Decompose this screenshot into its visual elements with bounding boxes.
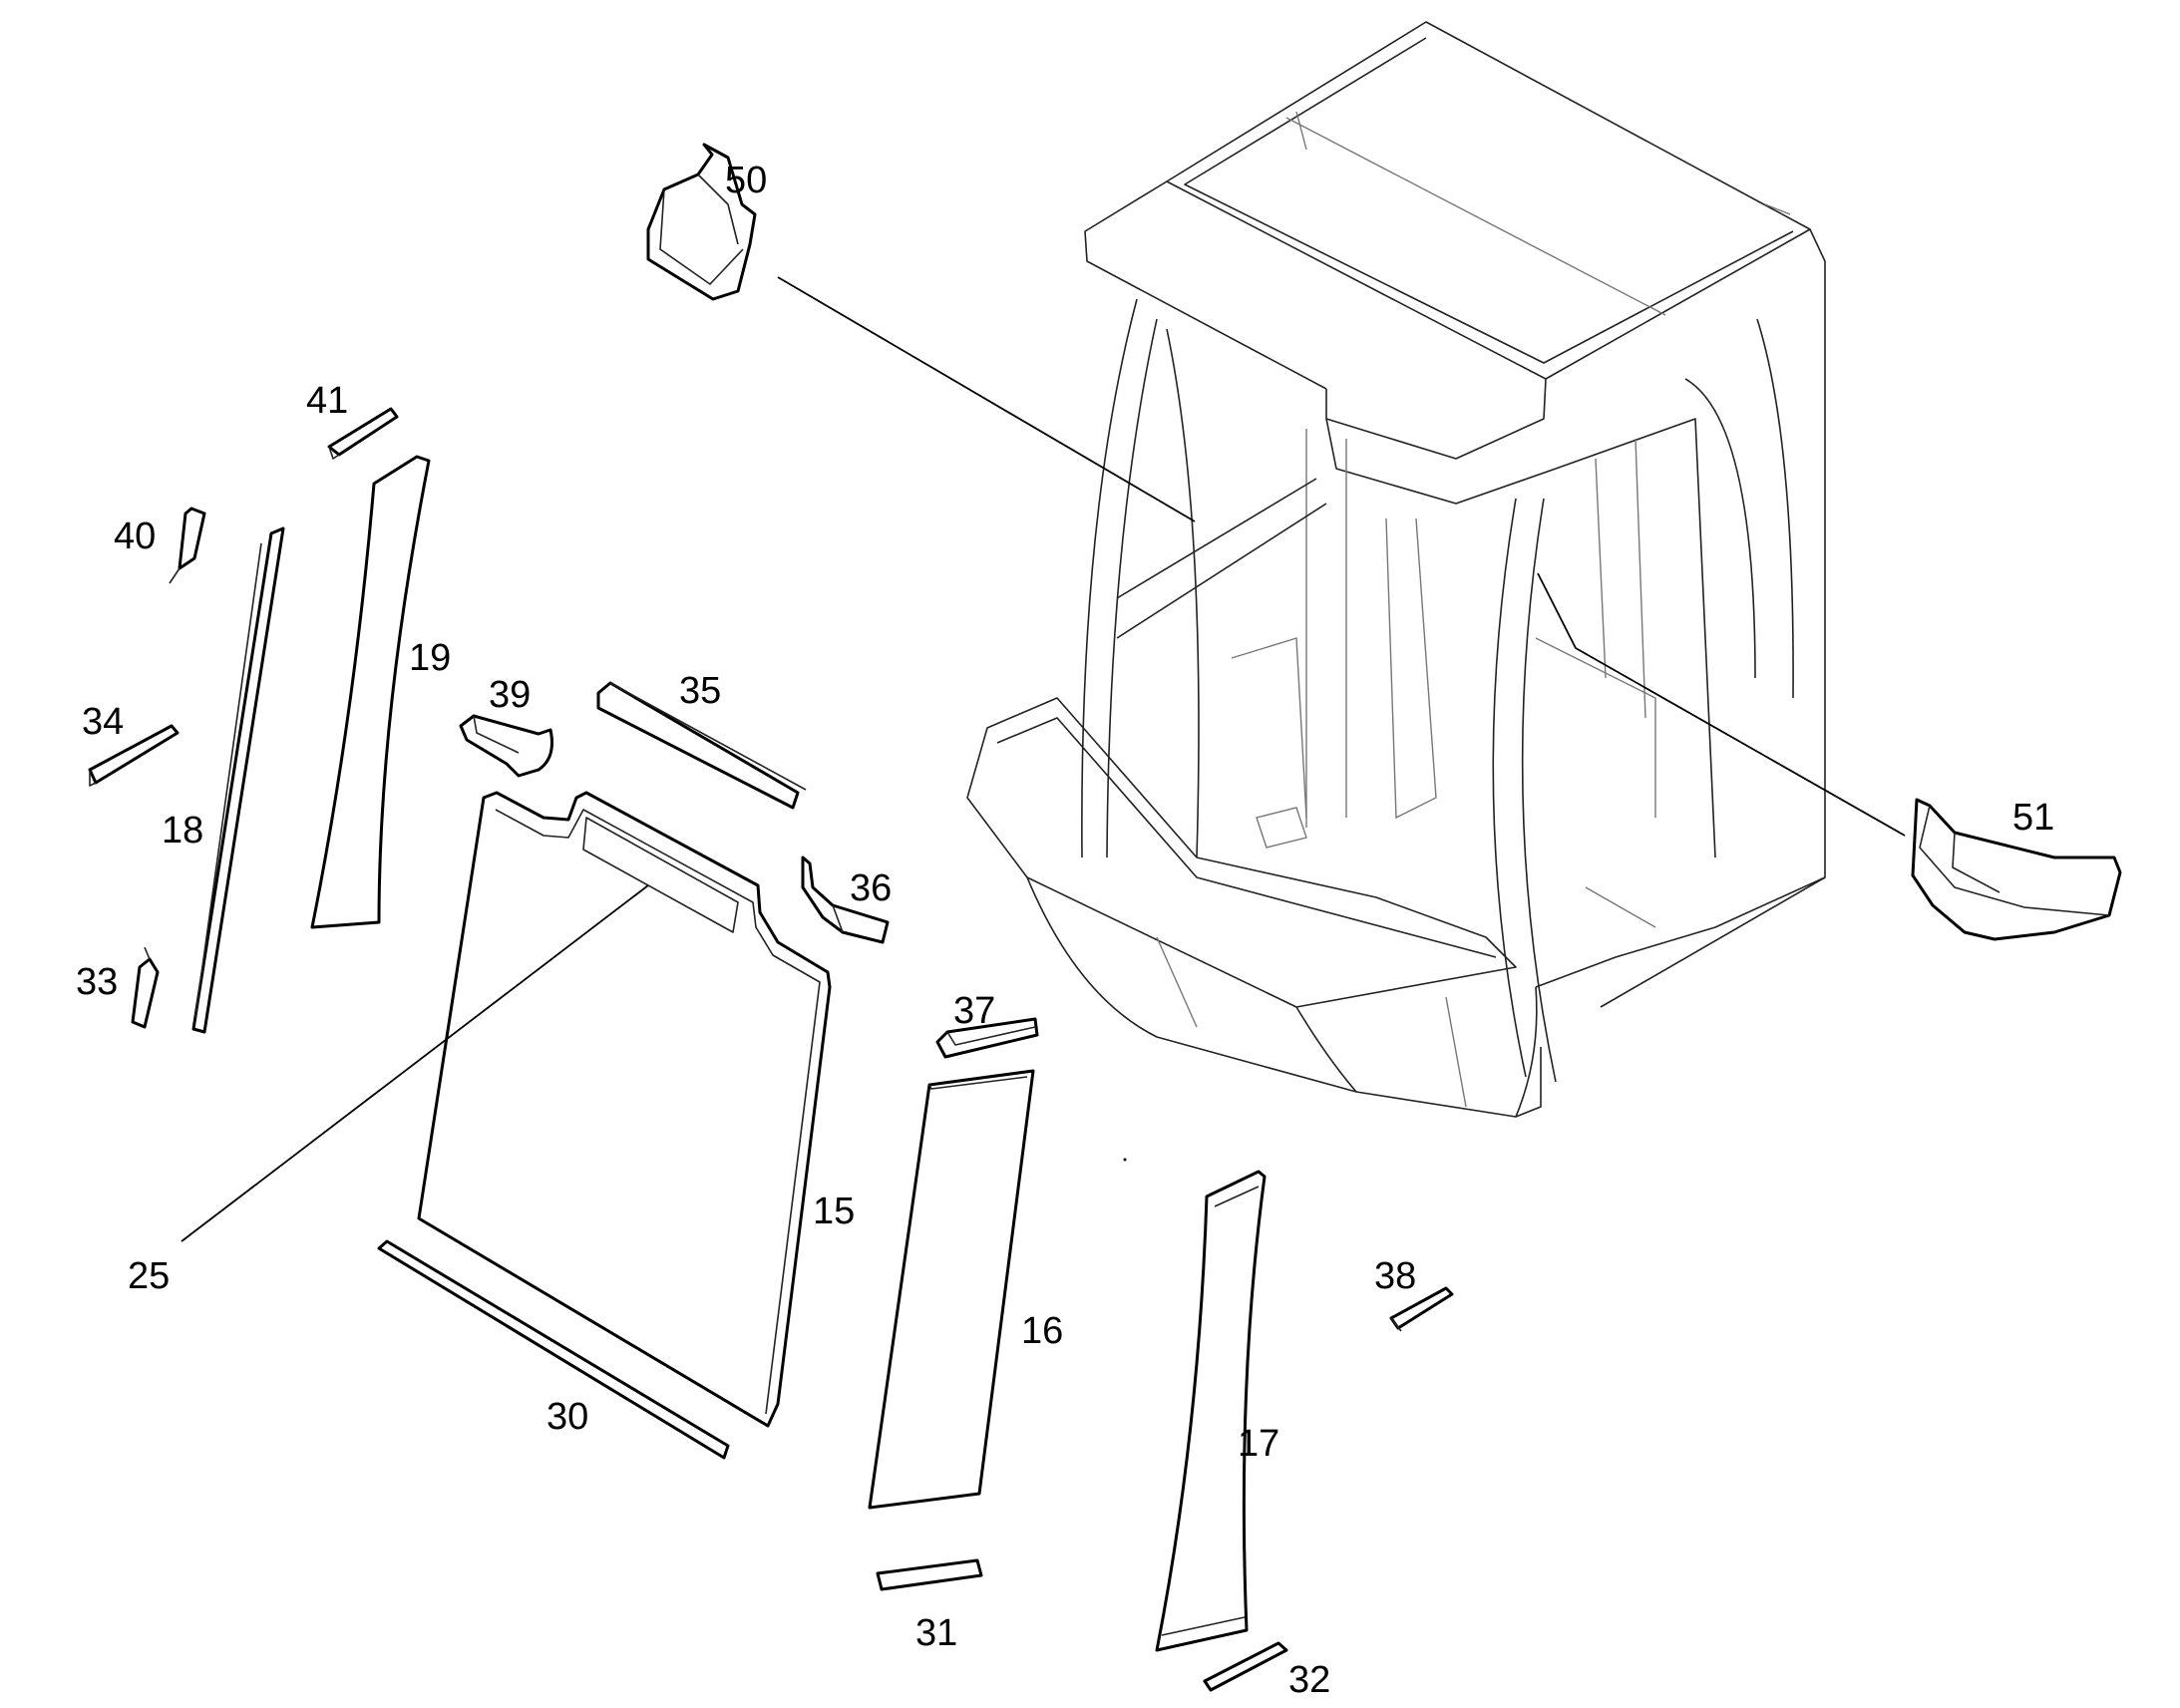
part-16-glass	[868, 1069, 1035, 1510]
callout-34: 34	[82, 701, 124, 743]
leader-50	[777, 276, 1196, 522]
part-18-seal-strip	[191, 526, 285, 1034]
callout-15: 15	[813, 1191, 855, 1232]
callout-41: 41	[306, 380, 348, 422]
callout-25: 25	[128, 1255, 170, 1297]
callout-39: 39	[489, 674, 531, 716]
callout-32: 32	[1288, 1659, 1330, 1701]
part-38-bracket	[1389, 1286, 1454, 1332]
callout-16: 16	[1021, 1310, 1063, 1352]
leader-lines	[181, 276, 1906, 1242]
callout-37: 37	[953, 990, 995, 1032]
part-37-bracket	[935, 1017, 1039, 1059]
callout-labels: 50 41 40 19 39 35 34 18 36 33 37 15 25 3…	[76, 160, 2054, 1701]
leader-51	[1537, 572, 1906, 837]
callout-18: 18	[162, 810, 203, 852]
leader-25	[181, 884, 649, 1242]
callout-33: 33	[76, 961, 118, 1003]
callout-36: 36	[850, 867, 892, 909]
part-39-bracket	[459, 714, 553, 778]
callout-40: 40	[114, 515, 156, 557]
stray-dot	[1123, 1158, 1127, 1162]
callout-50: 50	[725, 160, 767, 201]
callout-38: 38	[1374, 1255, 1416, 1297]
part-19-glass	[310, 455, 431, 929]
part-33-bracket	[131, 946, 160, 1029]
part-50-trim-piece	[646, 143, 757, 301]
callout-30: 30	[546, 1396, 588, 1438]
part-51-trim-piece	[1911, 798, 2122, 941]
part-36-bracket	[801, 855, 890, 944]
part-32-strip	[1203, 1641, 1288, 1692]
part-30-seal-strip	[377, 1239, 730, 1460]
cab-assembly	[966, 21, 1826, 1118]
part-15-front-glass	[417, 791, 832, 1428]
part-17-glass	[1155, 1170, 1267, 1652]
callout-51: 51	[2012, 797, 2054, 839]
callout-17: 17	[1238, 1423, 1279, 1465]
callout-31: 31	[915, 1612, 957, 1654]
part-40-bracket	[169, 507, 206, 584]
part-35-rail	[596, 681, 807, 810]
part-31-strip	[876, 1558, 983, 1591]
part-34-bracket	[88, 724, 180, 787]
callout-35: 35	[679, 670, 721, 712]
callout-19: 19	[409, 637, 451, 679]
part-41-bracket	[327, 407, 399, 460]
